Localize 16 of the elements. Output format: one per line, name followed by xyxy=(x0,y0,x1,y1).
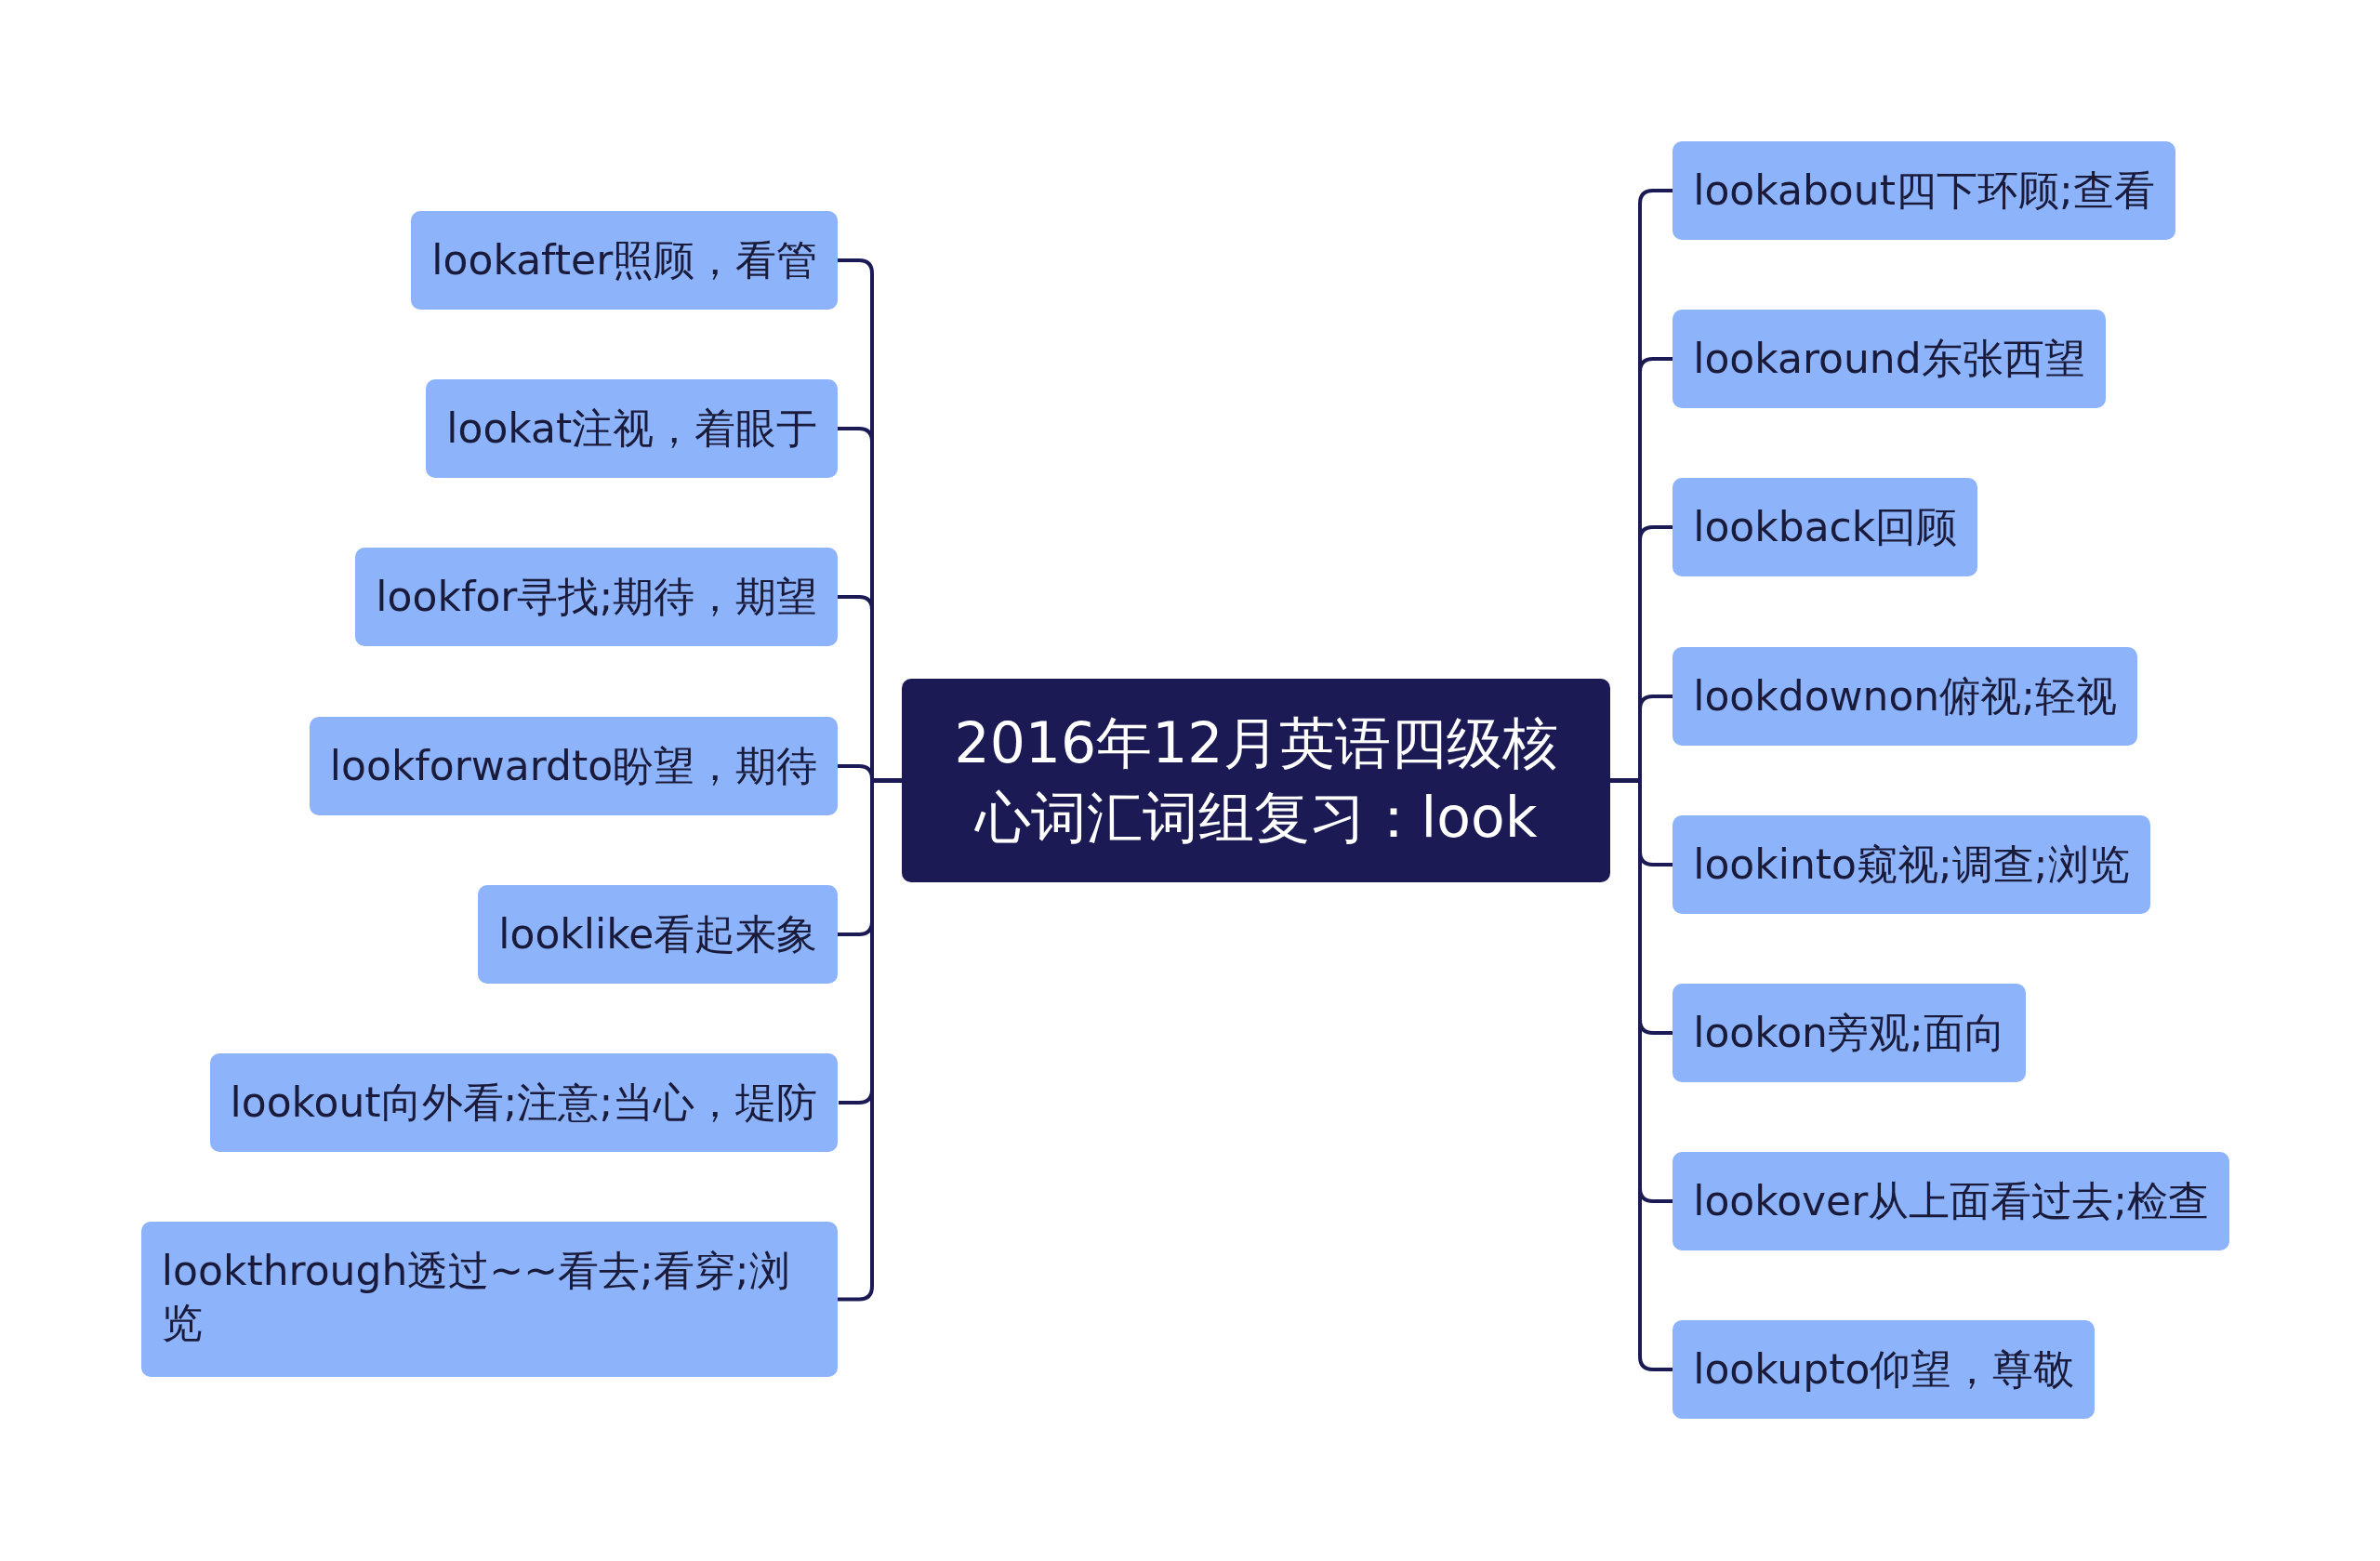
subtopic-box: lookon旁观;面向 xyxy=(1673,983,2026,1082)
central-topic-box: 2016年12月英语四级核心词汇词组复习：look xyxy=(901,678,1611,882)
subtopic-box: lookforwardto盼望，期待 xyxy=(309,716,839,815)
subtopic-box: looklike看起来象 xyxy=(478,884,839,984)
subtopic-box: lookdownon俯视;轻视 xyxy=(1673,646,2138,746)
subtopic-box: lookback回顾 xyxy=(1673,478,1978,577)
subtopic-box: lookafter照顾，看管 xyxy=(411,210,839,310)
subtopic-box: lookaround东张西望 xyxy=(1673,310,2106,409)
subtopic-box: lookupto仰望，尊敬 xyxy=(1673,1320,2096,1420)
subtopic-box: lookover从上面看过去;检查 xyxy=(1673,1152,2230,1251)
subtopic-box: lookat注视，着眼于 xyxy=(426,379,839,479)
subtopic-box: lookabout四下环顾;查看 xyxy=(1673,140,2175,240)
subtopic-box: lookfor寻找;期待，期望 xyxy=(355,548,839,647)
subtopic-box: lookinto窥视;调查;浏览 xyxy=(1673,814,2150,914)
subtopic-box: lookthrough透过~~看去;看穿;浏览 xyxy=(140,1222,839,1377)
subtopic-box: lookout向外看;注意;当心，堤防 xyxy=(209,1053,839,1153)
